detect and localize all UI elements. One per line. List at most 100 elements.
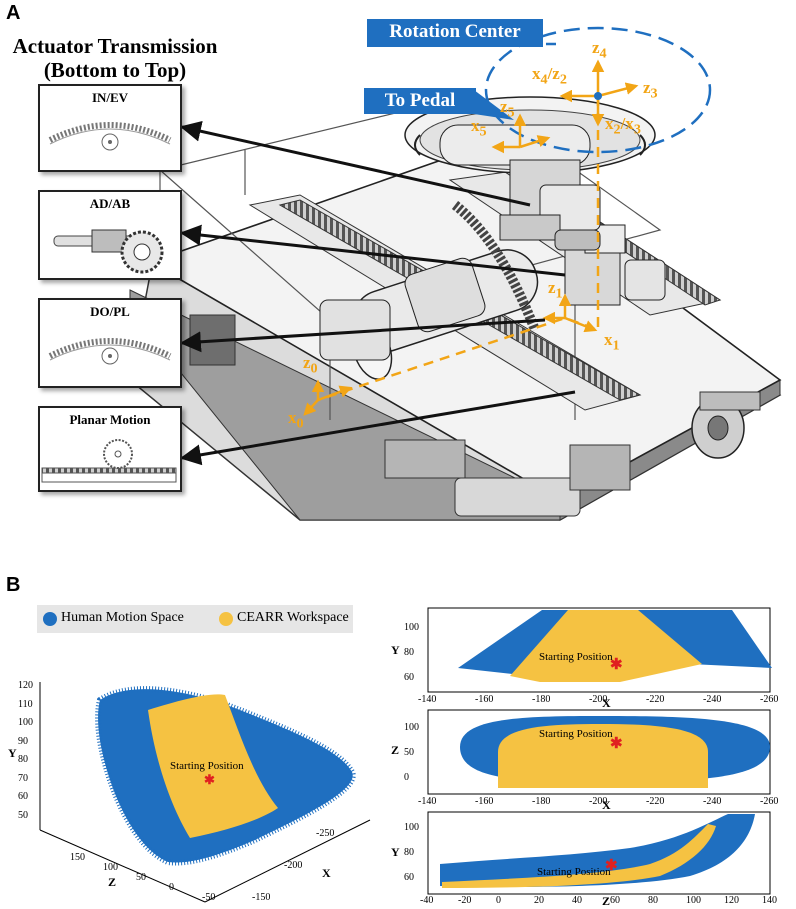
start-label-xz: Starting Position [539,728,613,740]
kinematic-chain [317,96,600,402]
tick-zy-x: 0 [496,895,501,906]
chart-2d-panels [427,607,772,895]
axis-label-x2-x3: x2/x3 [605,114,641,138]
tick-xy-x: -220 [646,694,665,705]
tick-3d-z: 0 [169,882,174,893]
robot-apparatus-illustration [129,26,782,521]
curved-rack-gear-icon [48,122,172,151]
tick-3d-z: -50 [202,892,216,903]
start-label-xy: Starting Position [539,651,613,663]
axis-title-3d-x: X [322,866,331,880]
chart-xy [427,607,772,693]
panel-b-letter: B [6,574,21,596]
frame-5-axes [491,113,551,154]
axis-label-z3: z3 [643,78,658,102]
legend-human-label: Human Motion Space [61,610,184,625]
tick-zy-x: 100 [686,895,701,906]
tick-zy-x: 80 [648,895,658,906]
curved-rack-gear-icon [48,338,172,365]
tick-3d-y: 90 [18,735,28,747]
tick-zy-x: 140 [762,895,777,906]
inset-do-pl: DO/PL [38,298,182,388]
axis-title-xy-y: Y [391,643,400,657]
tick-xy-y: 100 [404,622,419,633]
axis-label-x0: x0 [288,408,304,432]
rotation-center-ellipse [484,26,712,154]
tick-zy-y: 100 [404,822,419,833]
panel-a-title: Actuator Transmission (Bottom to Top) [2,34,228,82]
tick-xz-x: -240 [703,796,722,807]
inset-do-pl-label: DO/PL [90,304,130,319]
tick-zy-x: 20 [534,895,544,906]
frame-0-axes [303,379,353,416]
rack-pinion-icon [41,439,177,483]
to-pedal-pointer [474,90,514,120]
tick-zy-x: 60 [610,895,620,906]
axis-title-3d-z: Z [108,875,117,889]
tick-3d-x: -250 [316,828,335,839]
tick-xy-x: -240 [703,694,722,705]
panel-a-letter: A [6,2,21,24]
axis-label-x5: x5 [471,116,487,140]
tick-xz-y: 0 [404,772,409,783]
tick-xz-x: -180 [532,796,551,807]
tick-xz-y: 100 [404,722,419,733]
axis-label-x1: x1 [604,330,620,354]
tick-zy-x: -40 [420,895,434,906]
start-marker-xy: ✱ [610,657,623,673]
tick-xz-x: -260 [760,796,779,807]
start-marker-xz: ✱ [610,736,623,752]
tick-3d-y: 100 [18,717,33,728]
axis-title-3d-y: Y [8,746,17,760]
axis-label-z5: z5 [500,97,515,121]
tick-3d-y: 70 [18,772,28,784]
inset-in-ev-label: IN/EV [91,90,129,105]
inset-ad-ab-label: AD/AB [89,196,131,211]
tick-zy-y: 60 [404,872,414,883]
legend: Human Motion Space CEARR Workspace [37,605,353,633]
panel-a-title-line1: Actuator Transmission [12,34,218,58]
tick-xz-x: -200 [589,796,608,807]
tick-3d-y: 60 [18,791,28,802]
tick-3d-y: 50 [18,809,28,821]
tick-xy-y: 80 [404,647,414,658]
axis-title-xz-x: X [602,798,611,812]
inset-ad-ab: AD/AB [38,190,182,280]
start-marker-3d: ✱ [204,772,215,787]
inset-planar-motion-label: Planar Motion [69,412,151,427]
worm-gear-icon [53,229,164,274]
tick-xy-x: -160 [475,694,494,705]
tick-xz-x: -140 [418,796,437,807]
axis-title-zy-x: Z [602,894,611,908]
tick-xy-x: -140 [418,694,437,705]
leader-arrows [179,120,576,466]
legend-cearr-label: CEARR Workspace [237,610,349,625]
axis-title-xy-x: X [602,696,611,710]
tick-3d-x: -200 [284,860,303,871]
inset-in-ev: IN/EV [38,84,182,172]
to-pedal-callout: To Pedal [364,88,476,114]
inset-planar-motion: Planar Motion [38,406,182,492]
chart-xz [427,709,771,795]
tick-xy-x: -260 [760,694,779,705]
panel-a-title-line2: (Bottom to Top) [43,58,187,82]
tick-xy-y: 60 [404,672,414,683]
tick-xz-x: -160 [475,796,494,807]
axis-label-x4-z2: x4/z2 [532,64,567,88]
legend-cearr-swatch [219,612,233,626]
axis-title-xz-y: Z [391,743,400,757]
start-label-zy: Starting Position [537,866,611,878]
tick-3d-y: 110 [18,698,33,710]
cearr-workspace-cloud [148,694,278,838]
frame-1-axes [542,293,598,333]
tick-xz-y: 50 [404,747,414,758]
tick-xy-x: -180 [532,694,551,705]
tick-xz-x: -220 [646,796,665,807]
frame-4-axes [559,59,639,127]
tick-xy-x: -200 [589,694,608,705]
tick-3d-x: -150 [252,892,271,903]
start-label-3d: Starting Position [170,760,244,772]
chart-zy [427,811,771,895]
axis-label-z0: z0 [303,353,318,377]
rotation-center-callout: Rotation Center [367,19,543,47]
